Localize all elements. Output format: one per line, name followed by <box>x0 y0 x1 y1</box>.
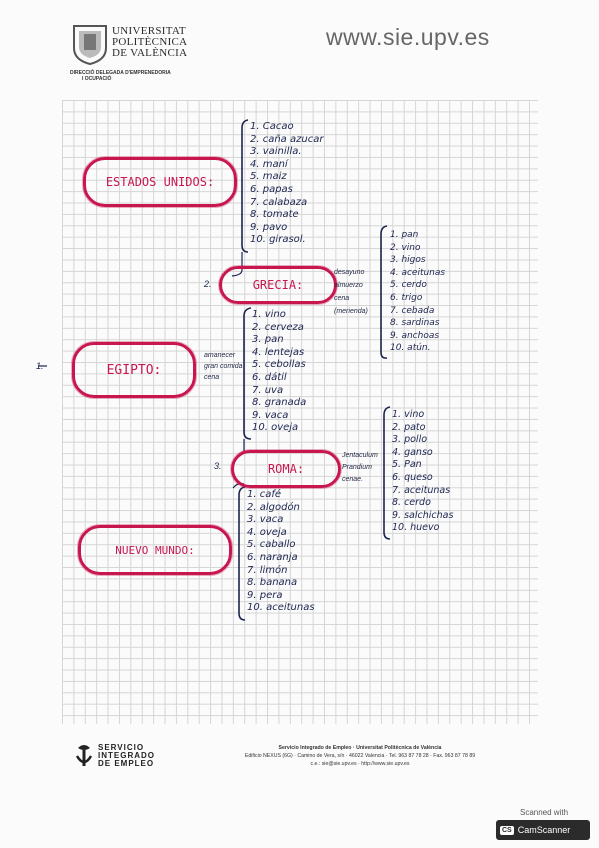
list-item: 8. tomate <box>250 209 299 221</box>
list-item: 4. aceitunas <box>390 267 446 278</box>
nuevo-list: 1. café 2. algodón 3. vaca 4. oveja 5. c… <box>247 489 315 615</box>
list-item: 9. pera <box>247 589 283 601</box>
cloud-grecia: GRECIA: <box>219 266 337 304</box>
list-item: 6. trigo <box>390 292 423 303</box>
list-item: 8. sardinas <box>390 318 440 329</box>
camscanner-icon: CS <box>500 825 514 835</box>
site-url: www.sie.upv.es <box>326 24 490 50</box>
university-name: UNIVERSITAT POLITÈCNICA DE VALÈNCIA <box>112 25 188 59</box>
list-item: 3. pan <box>252 334 284 346</box>
list-item: 3. pollo <box>392 434 428 446</box>
list-item: 9. salchichas <box>392 509 454 521</box>
list-item: 6. queso <box>392 471 433 483</box>
list-item: 6. dátil <box>252 371 287 383</box>
list-item: 10. huevo <box>392 522 440 534</box>
list-item: 5. maiz <box>250 171 287 183</box>
estados-list: 1. Cacao 2. caña azucar 3. vainilla. 4. … <box>250 121 323 247</box>
list-item: 2. pato <box>392 421 426 433</box>
list-item: 9. vaca <box>252 409 289 421</box>
list-item: 6. papas <box>250 183 293 195</box>
list-item: 6. naranja <box>247 551 298 563</box>
grecia-title: GRECIA: <box>252 278 304 292</box>
list-item: 7. cebada <box>390 305 435 316</box>
list-item: 7. aceitunas <box>392 484 451 496</box>
list-item: 8. granada <box>252 397 307 409</box>
roma-notes: Jentaculum Prandium cenae. <box>342 452 378 483</box>
list-item: 1. café <box>247 489 282 500</box>
list-item: 3. vaca <box>247 514 284 526</box>
cloud-roma: ROMA: <box>231 450 341 488</box>
list-item: 7. limón <box>247 564 288 576</box>
list-item: 7. calabaza <box>250 196 308 208</box>
list-item: 5. Pan <box>392 459 422 471</box>
camscanner-badge: Scanned with CS CamScanner <box>496 808 592 842</box>
list-item: 4. ganso <box>392 446 433 458</box>
list-item: 4. lentejas <box>252 346 305 358</box>
roma-title: ROMA: <box>267 462 305 476</box>
cloud-nuevo-mundo: NUEVO MUNDO: <box>78 525 232 575</box>
egipto-title: EGIPTO: <box>106 362 162 378</box>
bracket-grecia <box>380 225 388 359</box>
list-item: 10. aceitunas <box>247 602 315 614</box>
egipto-list: 1. vino 2. cerveza 3. pan 4. lentejas 5.… <box>252 309 306 435</box>
department-name: DIRECCIÓ DELEGADA D'EMPRENEDORIA I OCUPA… <box>70 70 171 82</box>
list-item: 4. maní <box>250 158 288 170</box>
list-item: 9. anchoas <box>390 330 440 341</box>
list-item: 5. cerdo <box>390 280 427 291</box>
bracket-estados <box>241 119 249 253</box>
egipto-notes: amanecer gran comida cena <box>204 352 243 381</box>
root-number: 1. <box>36 361 44 371</box>
list-item: 8. cerdo <box>392 497 431 509</box>
estados-title: ESTADOS UNIDOS: <box>105 175 215 189</box>
list-item: 4. oveja <box>247 526 287 538</box>
list-item: 3. vainilla. <box>250 146 302 158</box>
cloud-egipto: EGIPTO: <box>72 342 196 398</box>
sie-mark-icon <box>75 745 93 766</box>
list-item: 1. vino <box>252 309 286 320</box>
cloud-estados-unidos: ESTADOS UNIDOS: <box>83 157 237 207</box>
sie-brand: SERVICIO INTEGRADO DE EMPLEO <box>98 743 155 768</box>
list-item: 1. pan <box>390 230 419 240</box>
list-item: 10. atún. <box>390 343 431 354</box>
list-item: 1. Cacao <box>250 121 294 132</box>
scanned-with-label: Scanned with <box>520 808 569 817</box>
list-item: 8. banana <box>247 577 298 589</box>
university-seal-icon <box>73 25 107 66</box>
roma-number: 3. <box>214 461 222 471</box>
list-item: 10. oveja <box>252 422 299 434</box>
grecia-notes: desayuno almuerzo cena (merienda) <box>334 269 368 315</box>
list-item: 7. uva <box>252 384 284 396</box>
nuevo-title: NUEVO MUNDO: <box>115 543 195 557</box>
list-item: 2. algodón <box>247 501 300 513</box>
bracket-egipto <box>243 307 252 440</box>
list-item: 5. caballo <box>247 539 296 551</box>
grecia-list: 1. pan 2. vino 3. higos 4. aceitunas 5. … <box>390 229 445 355</box>
footer-address: Servicio Integrado de Empleo · Universit… <box>244 745 476 767</box>
list-item: 2. vino <box>390 242 421 253</box>
list-item: 5. cebollas <box>252 359 306 371</box>
list-item: 2. caña azucar <box>250 133 324 145</box>
camscanner-logo: CS CamScanner <box>496 820 590 840</box>
bracket-roma <box>383 406 391 540</box>
roma-list: 1. vino 2. pato 3. pollo 4. ganso 5. Pan… <box>392 409 453 535</box>
list-item: 10. girasol. <box>250 234 306 246</box>
grecia-number: 2. <box>204 279 212 289</box>
list-item: 3. higos <box>390 255 426 266</box>
list-item: 1. vino <box>392 409 425 420</box>
list-item: 2. cerveza <box>252 321 304 333</box>
list-item: 9. pavo <box>250 221 288 233</box>
bracket-nuevo <box>238 486 246 621</box>
